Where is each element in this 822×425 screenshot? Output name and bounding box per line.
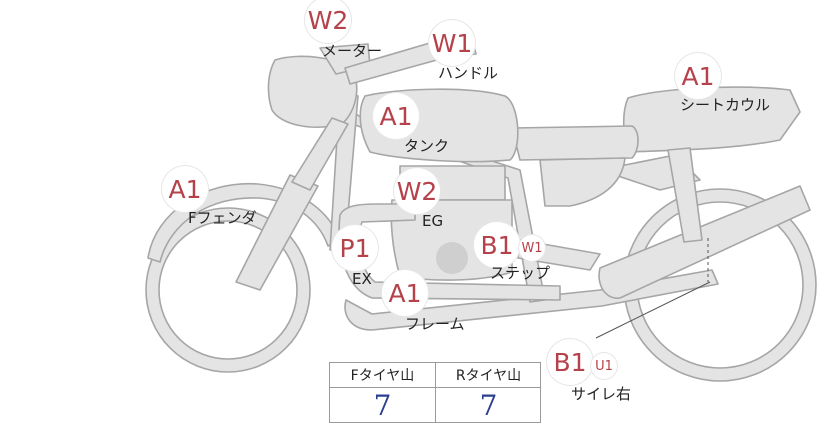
seat-shape bbox=[511, 125, 639, 161]
front-fork-upper bbox=[291, 117, 349, 191]
muffler-sub-grade: U1 bbox=[591, 353, 617, 379]
engine-grade: W2 bbox=[394, 168, 440, 214]
front-tire-value: 7 bbox=[373, 389, 392, 422]
muffler-label: サイレ右 bbox=[571, 385, 632, 403]
engine-cover bbox=[436, 242, 468, 274]
engine-label: EG bbox=[422, 212, 444, 230]
muffler-leader-line bbox=[595, 281, 711, 339]
exhaust-grade: P1 bbox=[332, 225, 378, 271]
step-grade: B1 bbox=[474, 222, 520, 268]
rear-tire-value: 7 bbox=[479, 389, 498, 422]
step-label: ステップ bbox=[490, 264, 551, 282]
table-divider bbox=[435, 363, 436, 422]
meter-grade: W2 bbox=[305, 0, 351, 43]
rear-shock bbox=[667, 147, 703, 243]
step-sub-grade: W1 bbox=[519, 235, 545, 261]
muffler-grade: B1 bbox=[547, 339, 593, 385]
rear-wheel bbox=[623, 188, 817, 382]
front-fender-label: Fフェンダ bbox=[188, 209, 257, 227]
exhaust-label: EX bbox=[352, 270, 372, 288]
seat-cowl-grade: A1 bbox=[675, 53, 721, 99]
tire-tread-table: Fタイヤ山 Rタイヤ山 7 7 bbox=[329, 362, 541, 423]
frame-label: フレーム bbox=[405, 315, 465, 333]
handle-grade: W1 bbox=[429, 20, 475, 66]
rear-tire-header: Rタイヤ山 bbox=[436, 363, 541, 388]
tank-label: タンク bbox=[404, 137, 450, 155]
side-cover-shape bbox=[539, 157, 626, 207]
frame-grade: A1 bbox=[382, 270, 428, 316]
handle-label: ハンドル bbox=[438, 64, 499, 82]
tank-grade: A1 bbox=[373, 93, 419, 139]
seat-cowl-label: シートカウル bbox=[680, 96, 771, 114]
front-tire-header: Fタイヤ山 bbox=[330, 363, 435, 388]
front-fender-grade: A1 bbox=[162, 166, 208, 212]
meter-label: メーター bbox=[322, 42, 383, 60]
muffler-shape bbox=[598, 185, 811, 299]
